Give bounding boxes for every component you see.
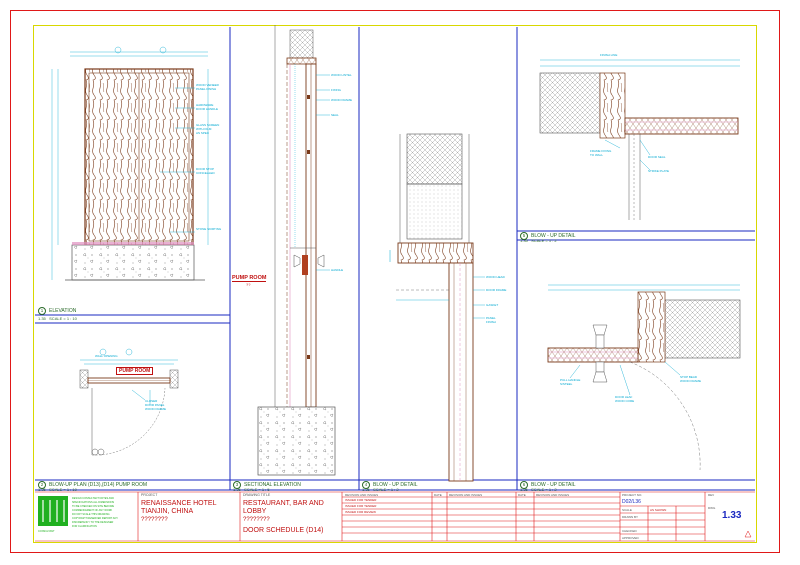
sheet-frame: [10, 10, 780, 553]
rev-row-1: ISSUED FOR TENDER: [345, 498, 377, 502]
svg-text:FRAME FIXING: FRAME FIXING: [590, 149, 612, 153]
svg-text:PULL HANDLE: PULL HANDLE: [560, 378, 580, 382]
svg-text:DOOR FRAME: DOOR FRAME: [486, 288, 506, 292]
view-grid: [35, 27, 755, 491]
svg-text:STONE SKIRTING: STONE SKIRTING: [196, 227, 222, 231]
svg-text:COPYRIGHT RESERVED REPORT ANY: COPYRIGHT RESERVED REPORT ANY: [72, 517, 118, 520]
sheet-number: 1.33: [722, 510, 742, 521]
project-name-line3: ????????: [141, 517, 168, 523]
svg-text:SPECIFICATIONS ALL DIMENSIONS: SPECIFICATIONS ALL DIMENSIONS: [72, 501, 114, 504]
scale-value: AS SHOWN: [650, 508, 667, 512]
date-header-2: DATE: [518, 493, 526, 497]
svg-text:COMMENCEMENT OF ANY WORK: COMMENCEMENT OF ANY WORK: [72, 509, 113, 512]
title-block-grid: [35, 491, 755, 542]
svg-text:GLASS SCREEN: GLASS SCREEN: [196, 123, 219, 127]
svg-text:WOOD FRAME: WOOD FRAME: [145, 407, 166, 411]
drawing-border: [33, 25, 757, 543]
view-4-scale: 1.35 SCALE = 1 : 2: [362, 487, 399, 492]
pump-room-tag: ??: [246, 282, 251, 287]
svg-text:CONSULTANT: CONSULTANT: [38, 530, 55, 533]
rev-row-2: ISSUED FOR TENDER: [345, 504, 377, 508]
project-name-line1: RENAISSANCE HOTEL: [141, 500, 217, 507]
drawing-title-line4: DOOR SCHEDULE (D14): [243, 527, 324, 534]
svg-text:AS SPEC: AS SPEC: [196, 131, 210, 135]
drawing-title-line3: ????????: [243, 517, 270, 523]
svg-text:DOOR SEAL: DOOR SEAL: [648, 155, 666, 159]
view-1-elevation: [51, 46, 209, 281]
svg-text:DOOR STOP: DOOR STOP: [196, 167, 214, 171]
checked-label: CHECKED: [622, 529, 637, 533]
svg-text:TO WALL: TO WALL: [590, 153, 603, 157]
svg-text:S/STEEL: S/STEEL: [560, 382, 573, 386]
revision-header: REVISION AND ISSUES: [345, 493, 379, 497]
drawn-label: DRAWN BY: [622, 515, 639, 519]
svg-text:DOOR PANEL: DOOR PANEL: [145, 403, 165, 407]
svg-text:CLOSER: CLOSER: [145, 399, 158, 403]
view-4-detail: [389, 133, 485, 482]
date-header: DATE: [434, 493, 442, 497]
svg-text:DO NOT SCALE THIS DRAWING: DO NOT SCALE THIS DRAWING: [72, 513, 110, 516]
svg-text:FOR CLARIFICATION: FOR CLARIFICATION: [72, 525, 97, 528]
svg-text:DESIGN CONSULTANT NOTES AND: DESIGN CONSULTANT NOTES AND: [72, 497, 114, 500]
rev-row-3: ISSUED FOR REVIEW: [345, 510, 377, 514]
svg-text:PANEL: PANEL: [486, 316, 496, 320]
svg-text:SEAL: SEAL: [331, 113, 339, 117]
view-6-detail: [547, 284, 741, 471]
svg-text:FINISH LINE: FINISH LINE: [600, 53, 617, 57]
svg-text:WOOD LINTEL: WOOD LINTEL: [331, 73, 352, 77]
project-name-line2: TIANJIN, CHINA: [141, 508, 194, 515]
sheet-code: D02/L36: [622, 499, 641, 505]
svg-text:STRIKE PLATE: STRIKE PLATE: [648, 169, 669, 173]
view-6-scale: 1.35 SCALE = 1 : 2: [520, 487, 557, 492]
svg-text:WOOD CORE: WOOD CORE: [615, 399, 634, 403]
svg-text:WOOD FRAME: WOOD FRAME: [680, 379, 701, 383]
view-1-scale: 1.35 SCALE = 1 : 10: [38, 316, 77, 321]
svg-text:HARDWARE: HARDWARE: [196, 103, 213, 107]
project-label: PROJECT: [141, 493, 158, 497]
svg-text:GASKET: GASKET: [486, 303, 498, 307]
approved-label: APPROVED: [622, 536, 639, 540]
drawing-title-line1: RESTAURANT, BAR AND: [243, 500, 324, 507]
view-2-plan: [79, 348, 179, 456]
rev-label: REV: [708, 493, 715, 497]
svg-text:STOP BEAD: STOP BEAD: [680, 375, 698, 379]
svg-text:DOOR LEAF: DOOR LEAF: [615, 395, 633, 399]
svg-text:PANEL FINISH: PANEL FINISH: [196, 87, 216, 91]
view-3-scale: 1.35 SCALE = 1 : 5: [233, 487, 270, 492]
svg-text:WOOD VENEER: WOOD VENEER: [196, 83, 220, 87]
svg-text:FINISH: FINISH: [486, 320, 496, 324]
svg-text:WITH FILM: WITH FILM: [196, 127, 212, 131]
svg-text:WALL OPENING: WALL OPENING: [95, 354, 118, 358]
scale-label: SCALE: [622, 508, 632, 512]
revision-header-3: REVISION AND ISSUES: [536, 493, 570, 497]
view-2-scale: 1.35 SCALE = 1 : 10: [38, 487, 77, 492]
svg-text:CONCEALED: CONCEALED: [196, 171, 216, 175]
svg-text:TO BE CHECKED ON SITE BEFORE: TO BE CHECKED ON SITE BEFORE: [72, 505, 114, 508]
view-3-section: [257, 25, 336, 476]
svg-text:DOOR HANDLE: DOOR HANDLE: [196, 107, 218, 111]
svg-text:HANDLE: HANDLE: [331, 268, 343, 272]
project-no-label: PROJECT NO.: [622, 493, 643, 497]
drawing-title-line2: LOBBY: [243, 508, 267, 515]
svg-text:WOOD FRAME: WOOD FRAME: [331, 98, 352, 102]
view-5-detail: [539, 59, 740, 220]
svg-text:WOOD HEAD: WOOD HEAD: [486, 275, 506, 279]
pump-room-callout-section: PUMP ROOM: [232, 275, 267, 282]
dwg-label: DWG: [708, 506, 716, 510]
revision-header-2: REVISION AND ISSUES: [449, 493, 483, 497]
svg-text:FIXING: FIXING: [331, 88, 342, 92]
view-5-scale: 1.35 SCALE = 1 : 2: [520, 238, 557, 243]
drawing-title-label: DRAWING TITLE: [243, 493, 271, 497]
svg-text:DISCREPANCY TO THE DESIGNER: DISCREPANCY TO THE DESIGNER: [72, 521, 114, 524]
pump-room-callout-plan: PUMP ROOM: [116, 367, 154, 375]
